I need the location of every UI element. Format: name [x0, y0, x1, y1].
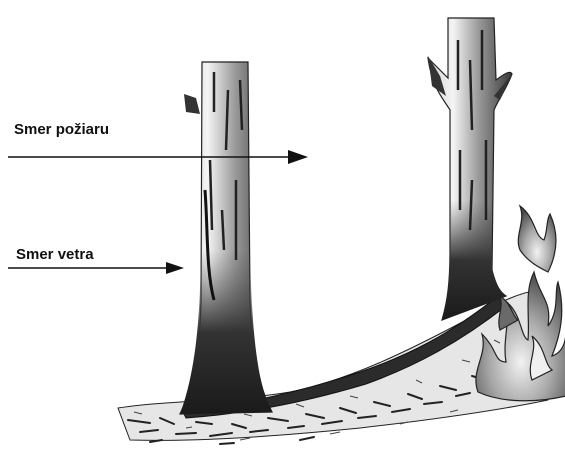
fire-direction-arrow: [8, 150, 308, 164]
wind-direction-arrow: [8, 262, 184, 274]
right-tree: [428, 18, 512, 320]
fire-direction-label: Smer požiaru: [14, 121, 109, 138]
left-tree: [180, 62, 272, 414]
wind-direction-label: Smer vetra: [16, 246, 94, 263]
